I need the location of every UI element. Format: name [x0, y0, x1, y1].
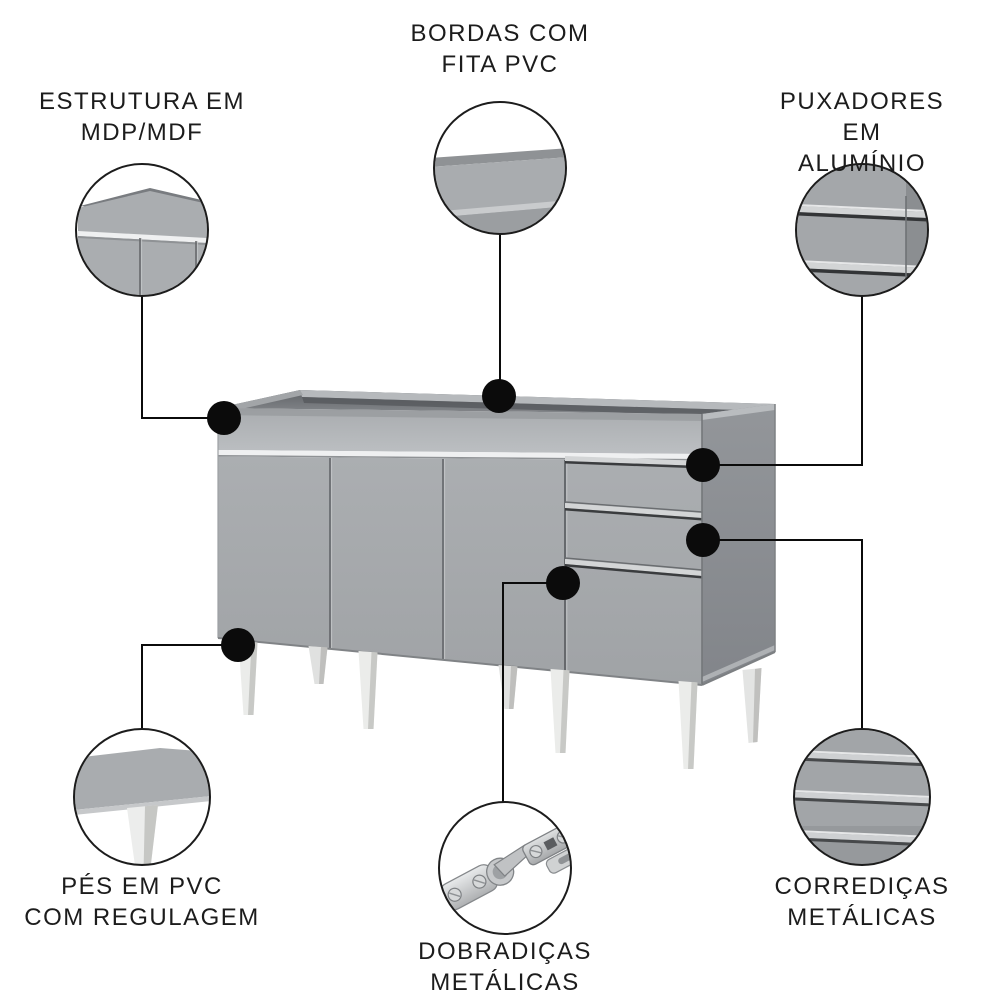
cabinet-legs [238, 641, 762, 769]
cabinet-top-back-shadow [302, 397, 772, 417]
cabinet-side-bottom-edge [702, 645, 775, 682]
detail-circle-pes [73, 728, 211, 866]
cabinet-top-back-rim [300, 390, 775, 411]
callout-connectors [141, 234, 863, 802]
callout-label-puxadores: PUXADORES EM ALUMÍNIO [779, 88, 945, 177]
dot-dobradicas [546, 566, 580, 600]
mdp-structure-detail [78, 188, 207, 295]
connector-puxadores [703, 296, 863, 466]
cabinet-top-left-rim [218, 390, 303, 413]
detail-circle-corredicas [793, 728, 931, 866]
cabinet-drawer-strips [564, 456, 703, 579]
adjustable-foot-detail [75, 748, 209, 864]
cabinet-illustration [217, 390, 776, 769]
metal-hinge-detail [440, 822, 570, 911]
callout-label-estrutura: ESTRUTURA EM MDP/MDF [38, 88, 246, 146]
detail-circle-puxadores [795, 163, 929, 297]
callout-label-pes: PÉS EM PVC COM REGULAGEM [24, 873, 260, 931]
detail-circle-bordas [433, 101, 567, 235]
hinge-icon [440, 822, 570, 911]
dot-bordas [482, 379, 516, 413]
cabinet-side-bottom-line [701, 651, 776, 686]
dot-pes [221, 628, 255, 662]
dot-corredicas [686, 523, 720, 557]
cabinet-front-face [218, 456, 702, 685]
callout-label-corredicas: CORREDIÇAS METÁLICAS [774, 873, 950, 931]
cabinet-side-face [702, 404, 775, 685]
connector-corredicas [703, 539, 863, 729]
dot-puxadores [686, 448, 720, 482]
metal-slide-detail [795, 750, 929, 864]
connector-estrutura [141, 296, 224, 419]
connector-dobradicas [502, 582, 563, 802]
dot-estrutura [207, 401, 241, 435]
pvc-edge-detail [435, 148, 565, 233]
cabinet-front-band-shadow [218, 408, 702, 421]
detail-circle-estrutura [75, 163, 209, 297]
callout-dots [207, 379, 720, 662]
cabinet-side-top-edge [702, 404, 775, 420]
detail-circle-dobradicas [438, 801, 572, 935]
cabinet-bottom-edge [217, 637, 703, 686]
callout-label-bordas: BORDAS COM FITA PVC [410, 20, 590, 78]
callout-label-dobradicas: DOBRADIÇAS METÁLICAS [418, 938, 592, 996]
connector-pes [141, 644, 238, 729]
